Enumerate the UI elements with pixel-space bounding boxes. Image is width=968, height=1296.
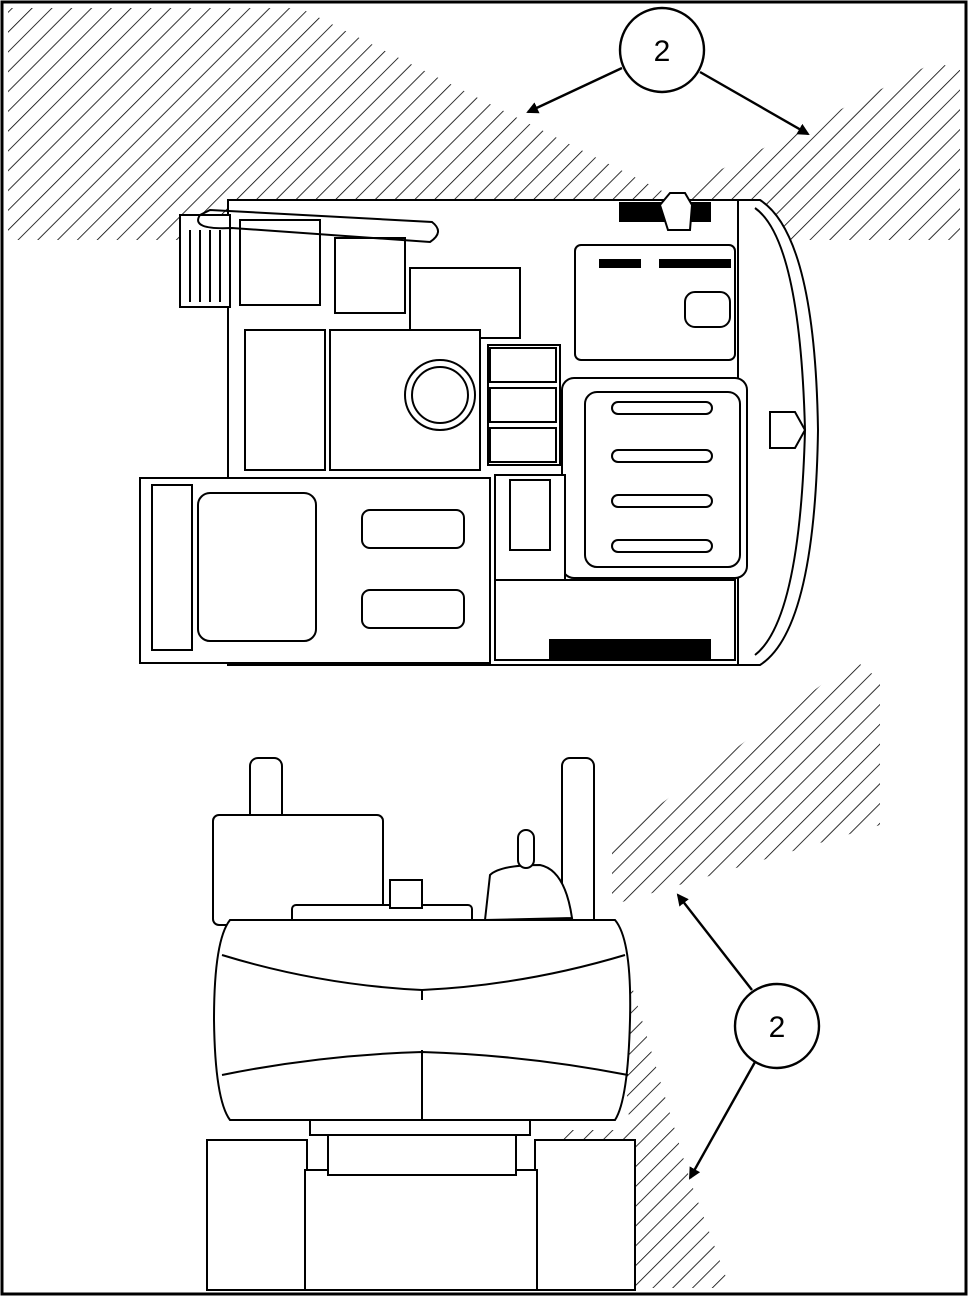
machine-rear-view (206, 757, 636, 1291)
mirror-front (658, 192, 694, 231)
hatched-zone-upper-rear (612, 660, 880, 905)
track-left (206, 1139, 308, 1291)
top-view: 2 (8, 6, 960, 666)
callout-label-top: 2 (654, 35, 671, 68)
callout-arrow-right (699, 70, 810, 136)
mirror-side (769, 411, 807, 449)
callout-arrow-up (676, 893, 753, 991)
callout-label-rear: 2 (769, 1011, 786, 1044)
callout-arrow-down (688, 1061, 757, 1180)
callout-circle (733, 982, 821, 1070)
counterweight-rear (212, 919, 632, 1121)
track-right (534, 1139, 636, 1291)
callout-top: 2 (526, 6, 810, 136)
rear-view: 2 (206, 660, 880, 1291)
front-grille (179, 214, 231, 308)
callout-arrow-left (526, 66, 623, 114)
hatched-zone-left-top (8, 8, 690, 240)
hatched-zone-right-top (690, 62, 960, 240)
callout-circle (618, 6, 706, 94)
machine-top-view (139, 192, 820, 666)
callout-rear: 2 (676, 893, 821, 1180)
